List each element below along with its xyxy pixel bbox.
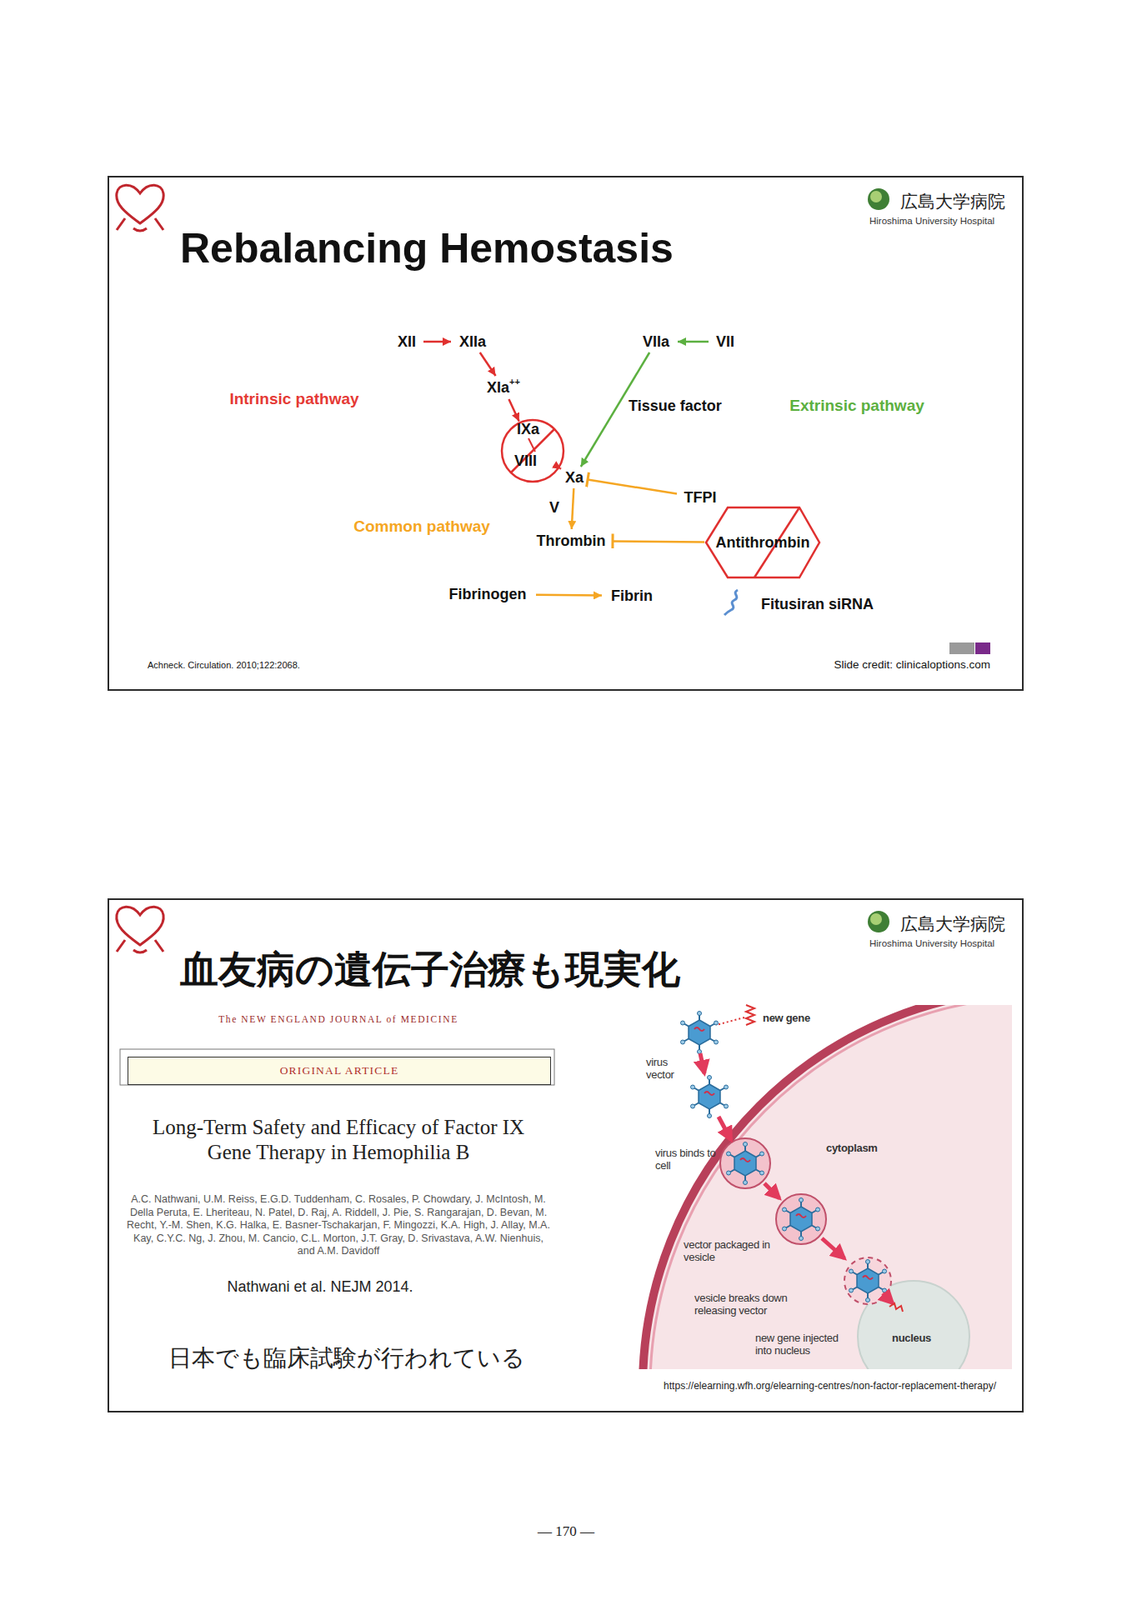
- node-text: Fibrin: [611, 588, 653, 604]
- factor-label: VII: [708, 330, 742, 353]
- edge-label: Tissue factor: [628, 398, 722, 414]
- sirna-symbol: [724, 590, 738, 616]
- node-text: Xa: [565, 470, 584, 486]
- pathway-arrow: [677, 340, 709, 344]
- factor-label: VIIa: [634, 330, 678, 353]
- node-text: 血友病の遺伝子治療も現実化: [180, 946, 681, 993]
- free-label: — 170 —: [482, 1523, 650, 1541]
- free-label: vector packaged in vesicle: [683, 1238, 771, 1264]
- heart-logo: [116, 185, 164, 231]
- free-label: Intrinsic pathway: [210, 390, 378, 409]
- factor-label: Xa: [560, 466, 588, 489]
- slide-frame: 血友病の遺伝子治療も現実化 広島大学病院 Hiroshima University …: [107, 898, 1024, 1413]
- free-label: virus binds to cell: [655, 1147, 721, 1173]
- factor-label: Fibrinogen: [439, 582, 536, 607]
- node-text: Thrombin: [536, 533, 607, 549]
- free-label: new gene: [762, 1011, 811, 1025]
- node-text: Hiroshima University Hospital: [869, 215, 995, 227]
- slide-frame: Rebalancing Hemostasis 広島大学病院 Hiroshima Un…: [107, 175, 1024, 692]
- node-text: ORIGINAL ARTICLE: [280, 1064, 400, 1078]
- node-text: VIII: [514, 453, 537, 469]
- pathway-arrow: [480, 352, 496, 376]
- node-text: A.C. Nathwani, U.M. Reiss, E.G.D. Tudden…: [124, 1193, 553, 1259]
- node-text: XII: [397, 334, 416, 350]
- inhibited-circle: IXaVIII: [500, 418, 566, 484]
- node-text: The NEW ENGLAND JOURNAL of MEDICINE: [130, 1014, 547, 1025]
- free-label: virus vector: [646, 1056, 690, 1082]
- node-text: Nathwani et al. NEJM 2014.: [153, 1277, 487, 1297]
- node-text: IXa: [516, 421, 540, 437]
- factor-label: Fibrin: [601, 584, 662, 608]
- factor-label: TFPI: [676, 486, 724, 509]
- article-type-box: ORIGINAL ARTICLE: [127, 1056, 551, 1086]
- node-text: https://elearning.wfh.org/elearning-cent…: [663, 1380, 997, 1393]
- factor-label: XIIa: [450, 330, 495, 353]
- free-label: vesicle breaks down releasing vector: [694, 1292, 800, 1318]
- node-text: 日本でも臨床試験が行われている: [168, 1344, 526, 1373]
- edge-label: V: [549, 500, 560, 516]
- pathway-arrow: [560, 467, 561, 471]
- node-text: Achneck. Circulation. 2010;122:2068.: [147, 660, 301, 671]
- node-text: Long-Term Safety and Efficacy of Factor …: [130, 1115, 547, 1166]
- node-text: Rebalancing Hemostasis: [180, 224, 674, 273]
- node-text: Hiroshima University Hospital: [869, 937, 995, 950]
- hospital-emblem: [867, 188, 890, 933]
- pathway-arrow: [571, 488, 575, 530]
- pathway-arrow: [423, 340, 451, 344]
- free-label: Common pathway: [338, 517, 506, 536]
- cco-logo: [949, 642, 991, 655]
- node-text: VIIa: [642, 334, 670, 350]
- pathway-arrow: [612, 540, 705, 543]
- node-text: 広島大学病院: [900, 191, 1006, 212]
- factor-label: XII: [390, 330, 424, 353]
- free-label: cytoplasm: [826, 1142, 878, 1155]
- free-label: nucleus: [891, 1332, 932, 1345]
- node-text: Slide credit: clinicaloptions.com: [833, 658, 991, 672]
- pathway-arrow: [508, 399, 519, 422]
- node-text: TFPI: [684, 490, 717, 506]
- pathway-arrow: [535, 593, 602, 597]
- free-label: Extrinsic pathway: [773, 396, 941, 416]
- node-text: 広島大学病院: [900, 914, 1006, 935]
- heart-logo: [116, 906, 164, 953]
- node-text: XIa: [486, 380, 510, 396]
- factor-label: Thrombin: [529, 529, 613, 553]
- factor-label: XIa++: [479, 375, 528, 400]
- node-text: ++: [509, 376, 521, 387]
- article-frame: [120, 1049, 555, 1086]
- node-text: Fibrinogen: [449, 586, 527, 602]
- node-text: Antithrombin: [716, 535, 811, 551]
- free-label: new gene injected into nucleus: [755, 1332, 847, 1358]
- pathway-arrow: [587, 480, 677, 495]
- inhibited-hexagon: Antithrombin: [704, 505, 822, 580]
- node-text: VII: [716, 334, 735, 350]
- gene-therapy-illustration: [642, 989, 1132, 1600]
- free-label: Fitusiran siRNA: [761, 596, 874, 614]
- node-text: XIIa: [459, 334, 486, 350]
